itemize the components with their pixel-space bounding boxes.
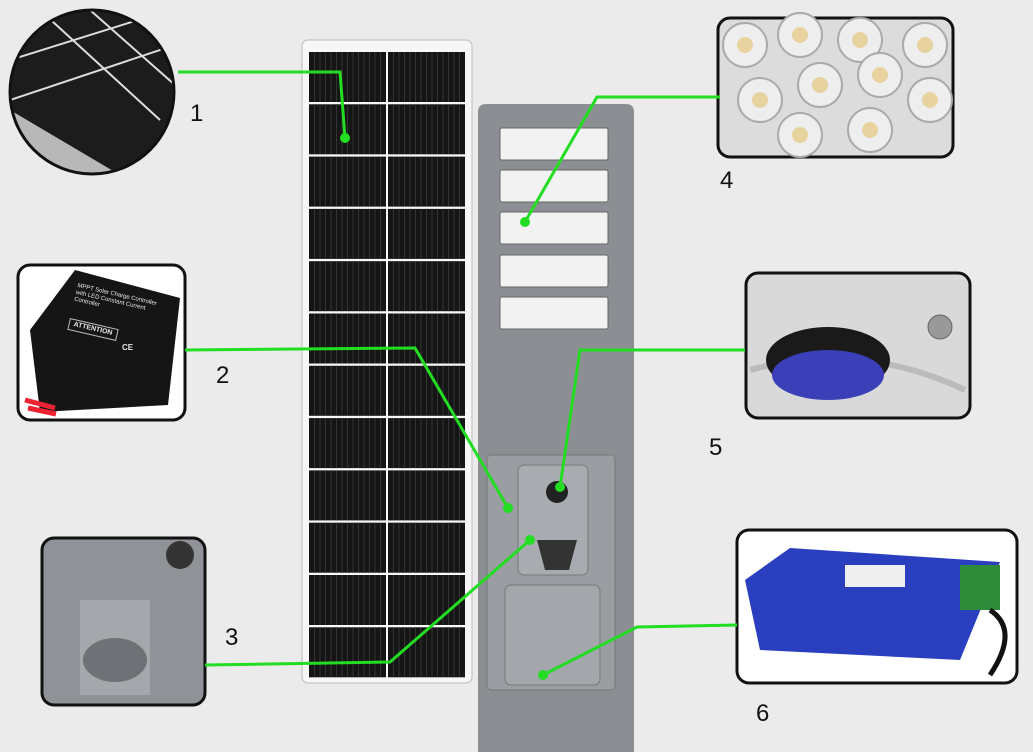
- led-module: [499, 254, 609, 288]
- label-6: 6: [756, 700, 770, 727]
- callout-3-mount: [40, 536, 207, 707]
- label-4: 4: [720, 167, 734, 194]
- label-1: 1: [190, 100, 204, 127]
- callout-1-solar-closeup: [8, 8, 176, 176]
- battery-cover: [504, 584, 601, 686]
- led-module: [499, 169, 609, 203]
- led-module: [499, 211, 609, 245]
- led-module: [499, 296, 609, 330]
- callout-2-controller: [16, 263, 187, 422]
- solar-panel: [301, 39, 473, 684]
- label-3: 3: [225, 624, 239, 651]
- callout-4-led-lenses: [716, 12, 955, 159]
- label-5: 5: [709, 434, 723, 461]
- led-module: [499, 127, 609, 161]
- callout-6-battery: [735, 528, 1019, 685]
- leader-lines: [178, 70, 745, 677]
- pole-socket: [537, 540, 577, 570]
- callout-5-sensor: [744, 271, 972, 420]
- label-2: 2: [216, 362, 230, 389]
- lamp-body: [478, 104, 634, 752]
- controller-ce-mark: CE: [122, 343, 134, 352]
